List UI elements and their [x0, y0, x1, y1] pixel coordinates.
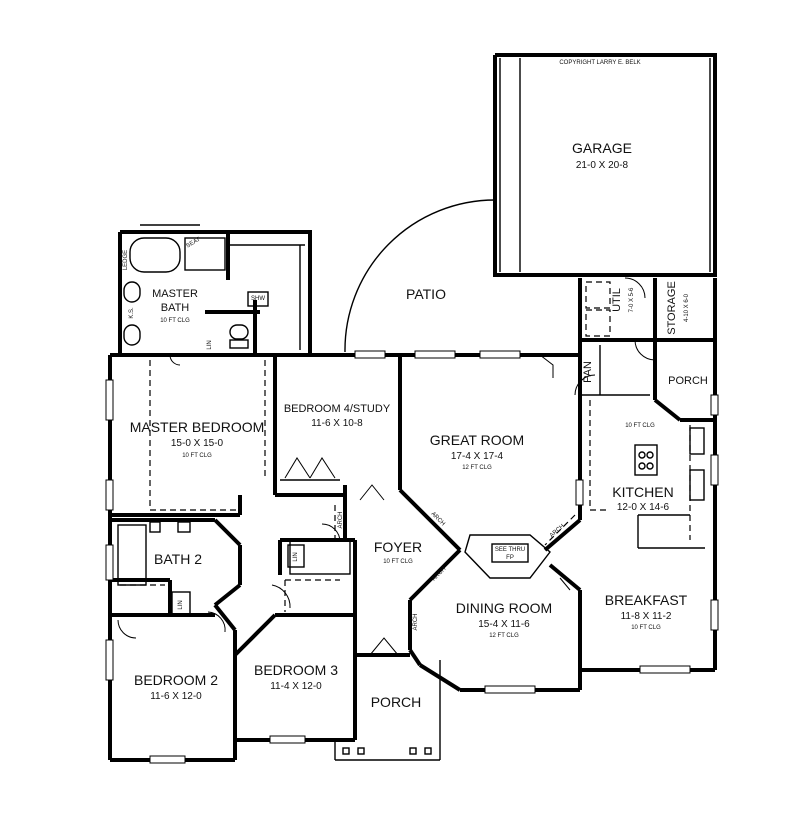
fireplace-label-2: FP [506, 555, 514, 561]
dining-room-clg: 12 FT CLG [489, 633, 519, 639]
bedroom4-dims: 11-6 X 10-8 [311, 418, 363, 429]
patio-label: PATIO [406, 286, 446, 302]
bedroom3-label: BEDROOM 3 [254, 662, 338, 678]
master-bath-clg: 10 FT CLG [160, 318, 190, 324]
util-dims: 7-0 X 5-6 [629, 287, 635, 312]
copyright-text: COPYRIGHT LARRY E. BELK [559, 60, 640, 66]
lin-label-master: LIN [207, 340, 213, 349]
garage-area [493, 53, 717, 277]
arch-label-1: ARCH [338, 511, 344, 528]
great-room-clg: 12 FT CLG [462, 465, 492, 471]
bedroom2-label: BEDROOM 2 [134, 672, 218, 688]
kitchen-clg: 10 FT CLG [625, 423, 655, 429]
lin-label-bath2: LIN [178, 600, 184, 609]
garage-label: GARAGE [572, 140, 632, 156]
bedroom2-dims: 11-6 X 12-0 [150, 691, 202, 702]
arch-label-5: ARCH [413, 613, 419, 630]
master-bedroom-label: MASTER BEDROOM [130, 419, 265, 435]
storage-dims: 4-10 X 6-0 [684, 293, 690, 322]
ks-label: K.S. [129, 307, 135, 319]
master-bath-label-2: BATH [161, 302, 190, 314]
utility-storage-area [578, 277, 717, 342]
patio-outline [344, 199, 496, 353]
fireplace-label-1: SEE THRU [495, 547, 525, 553]
main-outline [108, 224, 717, 762]
foyer-clg: 10 FT CLG [383, 559, 413, 565]
bedroom3-dims: 11-4 X 12-0 [270, 681, 322, 692]
storage-label: STORAGE [666, 281, 678, 335]
pan-label: PAN [582, 361, 594, 383]
bedroom4-label: BEDROOM 4/STUDY [284, 403, 391, 415]
master-bath-label-1: MASTER [152, 288, 198, 300]
dining-room-label: DINING ROOM [456, 600, 552, 616]
porch-rear-label: PORCH [668, 375, 708, 387]
windows [105, 350, 719, 764]
lin-label-hall: LIN [293, 552, 299, 561]
shw-label: SHW [251, 296, 265, 302]
master-bedroom-dims: 15-0 X 15-0 [171, 438, 224, 449]
porch-front-label: PORCH [371, 694, 422, 710]
ledge-label: LEDGE [123, 250, 129, 270]
master-bedroom-clg: 10 FT CLG [182, 453, 212, 459]
garage-dims: 21-0 X 20-8 [576, 160, 629, 171]
great-room-label: GREAT ROOM [430, 432, 524, 448]
util-label: UTIL [611, 288, 623, 312]
breakfast-dims: 11-8 X 11-2 [621, 611, 672, 622]
great-room-dims: 17-4 X 17-4 [451, 451, 504, 462]
bath2-label: BATH 2 [154, 551, 202, 567]
breakfast-label: BREAKFAST [605, 592, 688, 608]
dining-room-dims: 15-4 X 11-6 [478, 619, 530, 630]
foyer-label: FOYER [374, 539, 422, 555]
kitchen-label: KITCHEN [612, 484, 673, 500]
breakfast-clg: 10 FT CLG [631, 625, 661, 631]
kitchen-dims: 12-0 X 14-6 [617, 502, 670, 513]
